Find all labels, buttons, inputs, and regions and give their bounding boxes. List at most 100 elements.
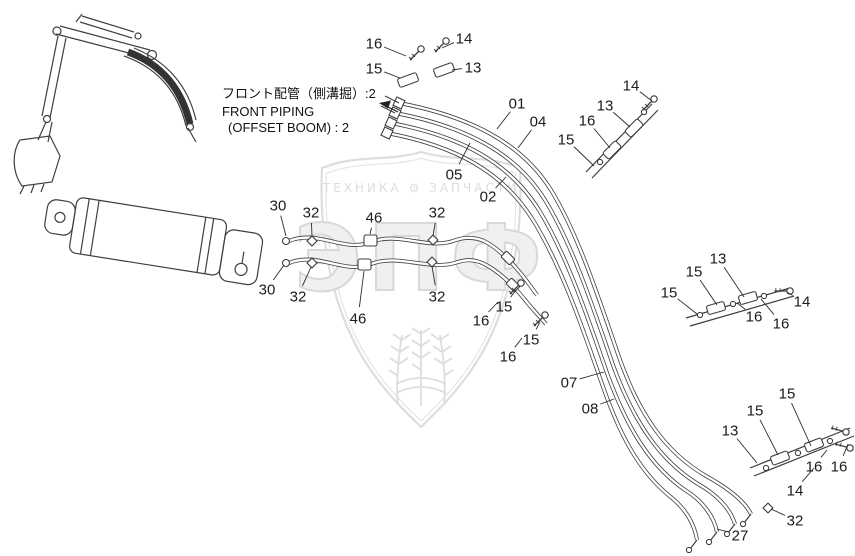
part-number: 32 [290, 289, 307, 306]
leader-line [311, 222, 313, 237]
pipe-end-fittings [685, 502, 774, 554]
part-number: 02 [480, 189, 497, 206]
part-number: 14 [623, 78, 640, 95]
leader-line [451, 68, 463, 71]
part-number: 13 [465, 60, 482, 77]
leader-line [280, 215, 287, 237]
leader-line [801, 467, 815, 482]
leader-line [496, 111, 511, 130]
part-number: 16 [773, 316, 790, 333]
leader-line [510, 289, 517, 298]
leader-line [786, 291, 793, 296]
pointer-arrow-icon [379, 100, 399, 113]
part-number: 46 [350, 311, 367, 328]
title-english-1: FRONT PIPING [222, 104, 314, 119]
leader-line [770, 508, 786, 516]
part-number: 32 [787, 513, 804, 530]
leader-line [514, 337, 523, 348]
part-number: 16 [831, 459, 848, 476]
leader-line [431, 265, 436, 286]
part-number: 32 [429, 205, 446, 222]
leader-line [535, 321, 541, 330]
part-number: 16 [366, 36, 383, 53]
leader-line [384, 71, 401, 79]
clamp-assembly-top-right [585, 95, 659, 179]
part-number: 15 [747, 403, 764, 420]
leader-line [600, 398, 615, 405]
watermark-main-text: ЭПФ [294, 205, 548, 312]
leader-line [699, 279, 718, 306]
part-number: 32 [429, 289, 446, 306]
leader-line [369, 227, 372, 235]
leader-line [820, 449, 828, 458]
part-number: 08 [582, 401, 599, 418]
part-number: 46 [366, 210, 383, 227]
part-number: 16 [500, 349, 517, 366]
leader-line [432, 222, 436, 237]
part-number: 07 [561, 375, 578, 392]
watermark-shield-inner [325, 157, 517, 422]
leader-line [593, 128, 611, 149]
part-number: 13 [722, 423, 739, 440]
leader-line [272, 264, 285, 281]
part-number: 14 [456, 31, 473, 48]
title-english-2: (OFFSET BOOM) : 2 [228, 120, 349, 135]
part-number: 15 [779, 386, 796, 403]
part-number: 15 [661, 285, 678, 302]
part-number: 14 [787, 483, 804, 500]
leader-line [736, 438, 758, 464]
part-number: 05 [446, 167, 463, 184]
part-number: 27 [732, 528, 749, 545]
leader-line [495, 176, 507, 189]
title-japanese: フロント配管（側溝掘）:2 [222, 86, 376, 101]
part-number: 15 [558, 132, 575, 149]
title-block: フロント配管（側溝掘）:2 FRONT PIPING (OFFSET BOOM)… [222, 86, 399, 135]
part-number: 01 [509, 96, 526, 113]
leader-line [358, 270, 365, 308]
part-number: 16 [806, 459, 823, 476]
part-number: 15 [496, 299, 513, 316]
bolt-icon [641, 95, 658, 111]
clamp-assembly-top [397, 37, 455, 88]
part-number: 16 [473, 313, 490, 330]
watermark-top-text: ТЕХНИКА ⚙ ЗАПЧАСТИ [322, 181, 519, 195]
part-number: 16 [579, 113, 596, 130]
pipe-bundle [380, 95, 774, 554]
part-number: 15 [366, 61, 383, 78]
bolt-icon [408, 45, 425, 61]
leader-line [716, 528, 730, 533]
leader-line [441, 42, 455, 49]
leader-line [760, 298, 775, 315]
part-number: 15 [686, 264, 703, 281]
pipe-start-fittings [380, 95, 406, 140]
leader-line [736, 302, 746, 310]
leader-line [677, 298, 698, 315]
leader-line [842, 443, 849, 456]
part-number: 13 [597, 98, 614, 115]
excavator-sketch [13, 13, 197, 195]
leader-line [573, 146, 595, 167]
watermark: ТЕХНИКА ⚙ ЗАПЧАСТИ ЭПФ [293, 150, 548, 429]
watermark-shield [320, 150, 522, 429]
clamp-assembly-bottom-right [749, 419, 855, 477]
leader-line [458, 142, 471, 165]
leader-line [517, 129, 532, 149]
bolt-icon [829, 419, 852, 441]
clamp-assembly-right-middle [685, 279, 796, 327]
leader-line [612, 111, 631, 128]
leader-line [723, 266, 745, 298]
part-number: 14 [794, 294, 811, 311]
leader-line [759, 419, 779, 456]
part-number: 15 [523, 332, 540, 349]
leader-line [488, 301, 499, 313]
bolt-icon [773, 279, 796, 302]
leader-line [302, 266, 312, 287]
cylinder-sketch [44, 197, 264, 286]
leader-line [384, 46, 407, 57]
leader-line [791, 402, 812, 447]
part-number: 32 [303, 205, 320, 222]
hose-fittings [281, 234, 520, 292]
